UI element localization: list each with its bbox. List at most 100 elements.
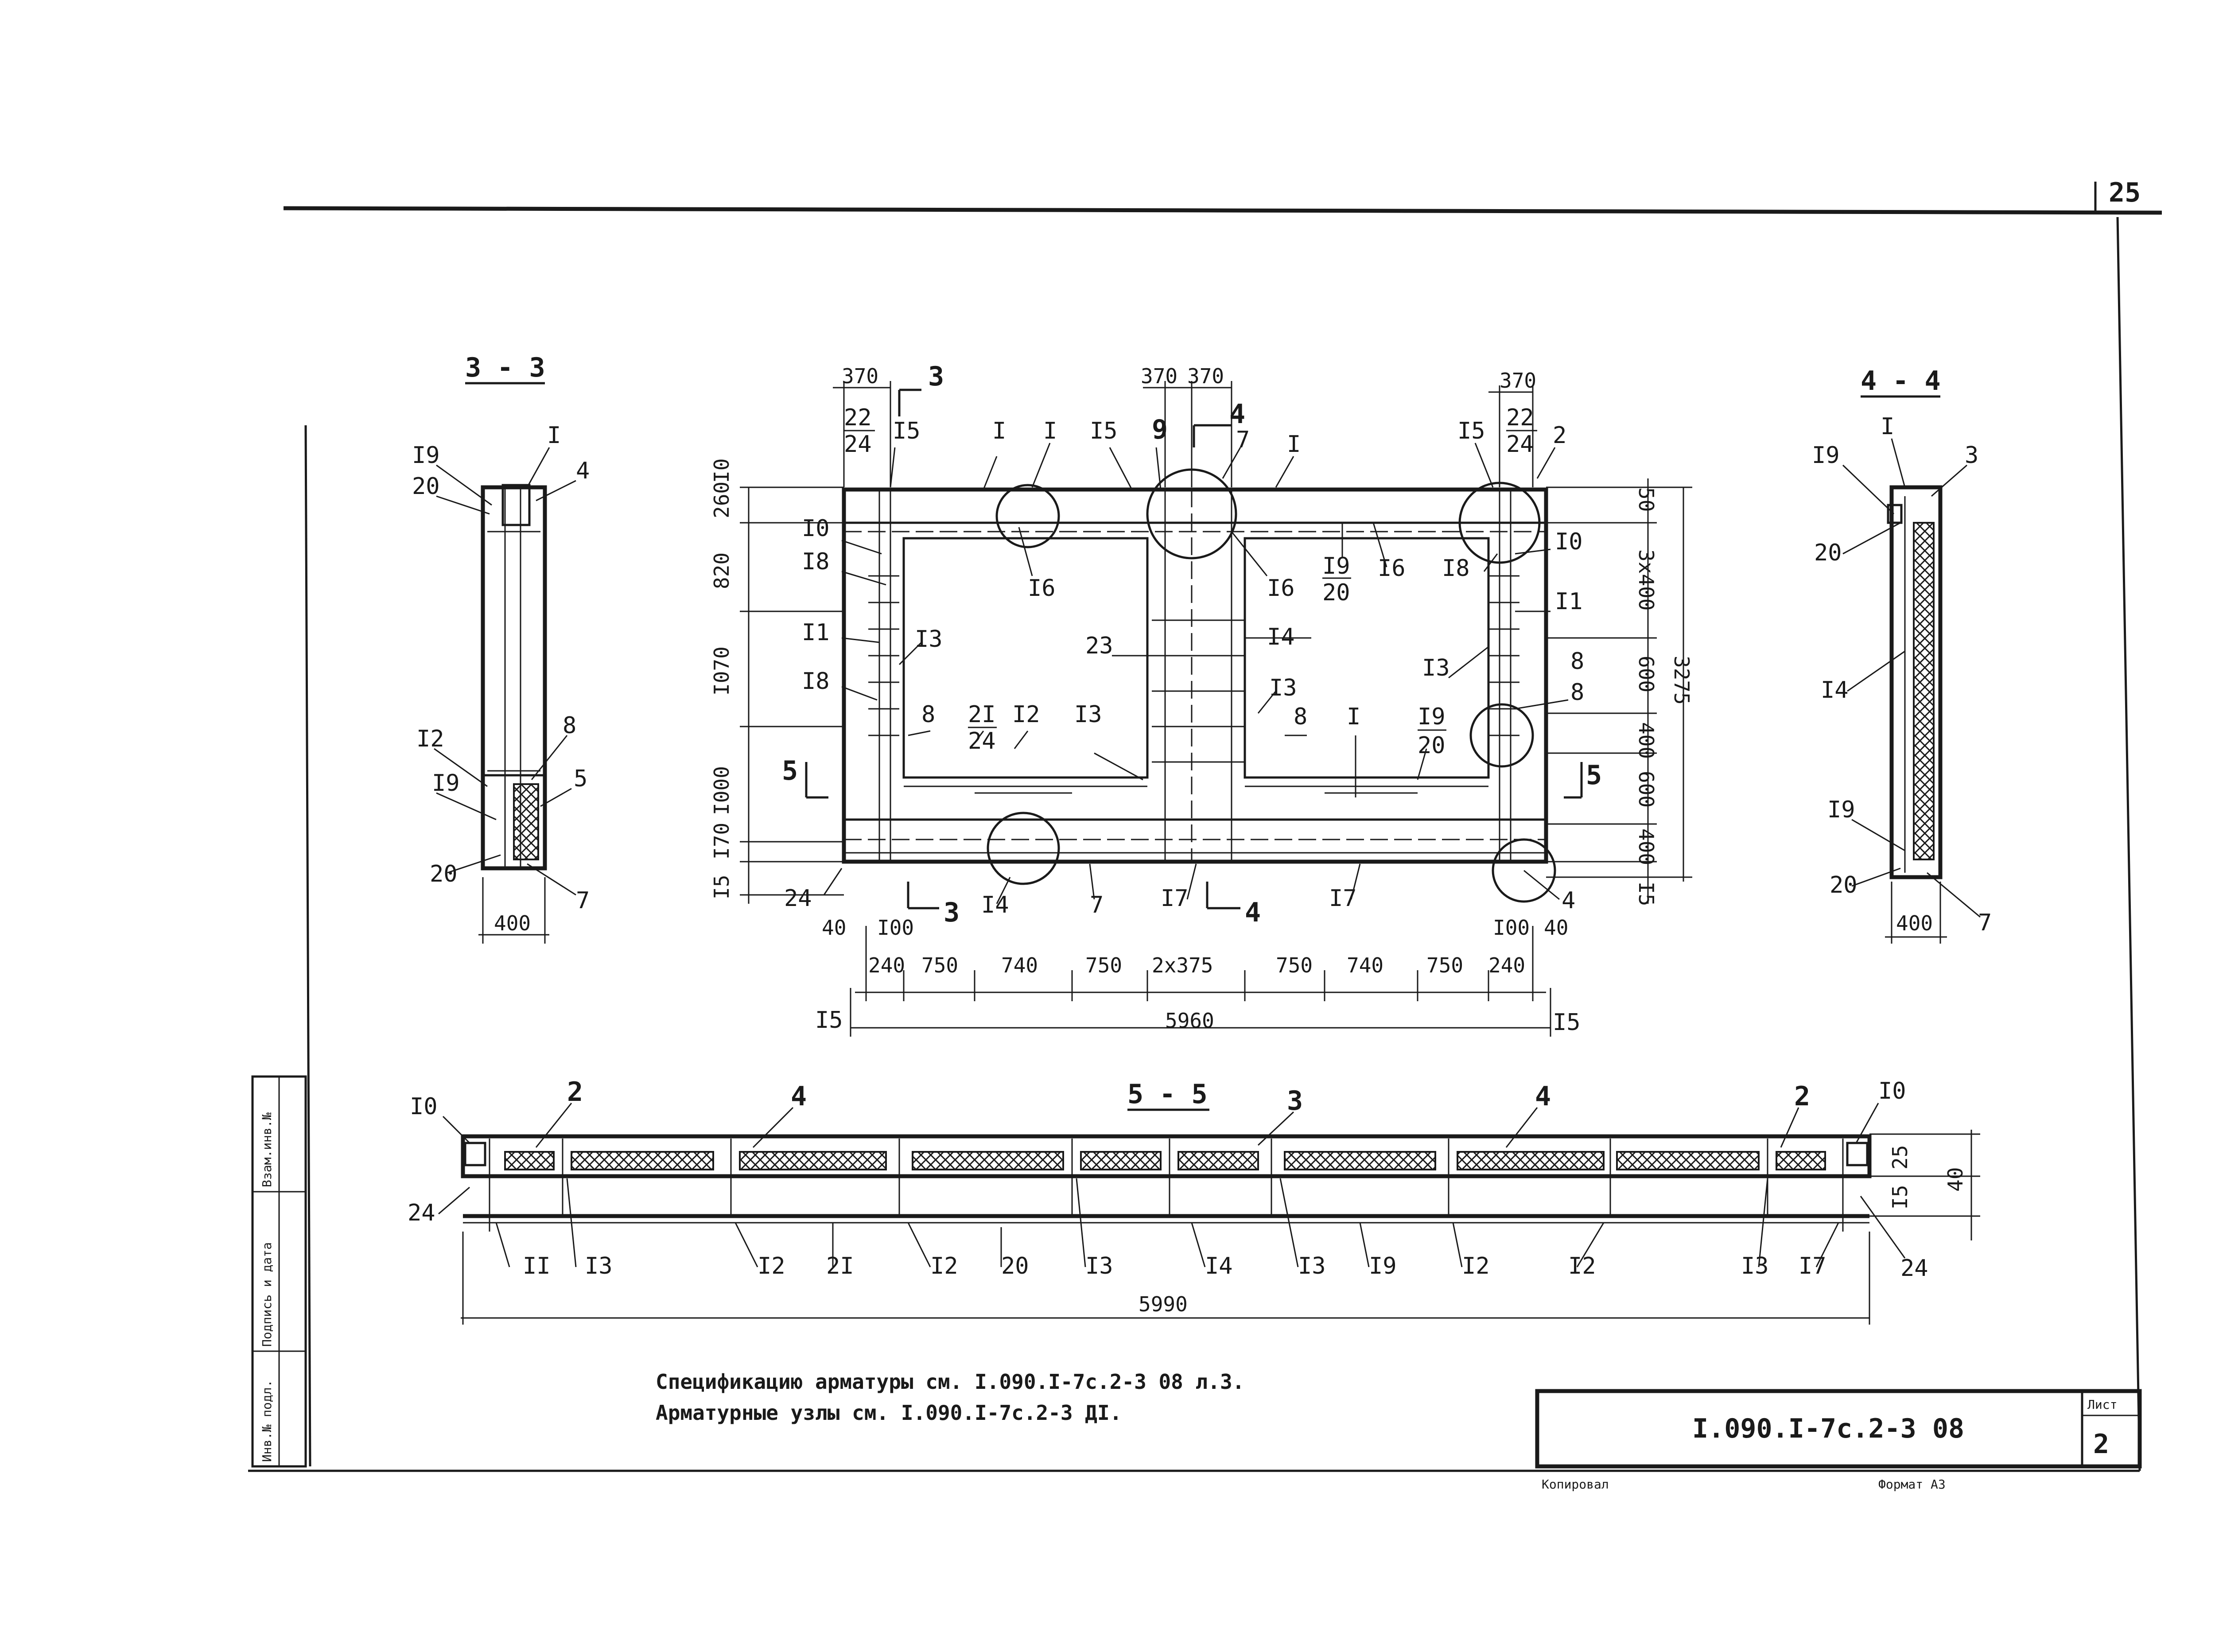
- dim-right-600b: 600: [1634, 771, 1658, 808]
- sec55-bottom-label-12-d: I2: [1568, 1253, 1596, 1279]
- section-5-5: 5 - 5: [408, 1077, 1980, 1325]
- dim-total-width: 5960: [1165, 1009, 1214, 1033]
- elev-label-11-right: I1: [1555, 588, 1583, 615]
- sec33-label-7: 7: [576, 887, 590, 914]
- dim-total-height: 3275: [1670, 656, 1694, 705]
- note-reinforcement-nodes: Арматурные узлы см. I.090.I-7c.2-3 ДI.: [656, 1401, 1122, 1425]
- dim-bottom-240-left: 240: [868, 953, 905, 977]
- elev-label-15-mid: I5: [1090, 418, 1118, 444]
- note-specification: Спецификацию арматуры см. I.090.I-7c.2-3…: [656, 1370, 1244, 1394]
- elev-label-17-b: I7: [1329, 885, 1357, 912]
- dim-right-400b: 400: [1634, 828, 1658, 865]
- sec55-bottom-label-13-c: I3: [1298, 1253, 1326, 1279]
- elev-label-7-bottom: 7: [1090, 892, 1104, 918]
- dim-left-170: I70: [710, 823, 734, 859]
- elev-label-22-left: 22: [844, 404, 872, 431]
- sec55-bottom-label-13-b: I3: [1085, 1253, 1113, 1279]
- sec55-dim-40: 40: [1943, 1167, 1967, 1192]
- sec55-total-width: 5990: [1139, 1292, 1188, 1316]
- format-label: Формат А3: [1878, 1477, 1946, 1492]
- elev-label-24-bottom: 24: [784, 885, 812, 912]
- sec55-bottom-label-21: 2I: [826, 1253, 854, 1279]
- elev-label-20-lower: 20: [1418, 732, 1446, 759]
- sec55-top-label-2-right: 2: [1794, 1081, 1810, 1112]
- elev-label-18-lower: I8: [802, 668, 830, 695]
- dim-bottom-750-b: 750: [1085, 953, 1122, 977]
- dim-bottom-750-d: 750: [1426, 953, 1463, 977]
- elev-label-23: 23: [1085, 633, 1113, 659]
- sheet-number: 2: [2093, 1429, 2109, 1460]
- sec55-top-label-4-right: 4: [1535, 1081, 1551, 1112]
- sec44-label-1: I: [1881, 413, 1894, 440]
- sec55-bottom-label-17: I7: [1799, 1253, 1826, 1279]
- sec33-label-8: 8: [563, 712, 576, 739]
- sec55-top-label-2-left: 2: [567, 1077, 583, 1108]
- dim-right-50: 50: [1634, 487, 1658, 512]
- sec33-label-12: I2: [416, 726, 444, 752]
- elev-label-8-right: 8: [1570, 648, 1584, 675]
- sec33-width: 400: [494, 911, 531, 935]
- dim-bottom-240-right: 240: [1488, 953, 1525, 977]
- cut-mark-5-left: 5: [782, 755, 798, 786]
- elev-label-13-mid: I3: [1269, 675, 1297, 701]
- sec44-label-19b: I9: [1827, 797, 1855, 823]
- elev-label-19-lower: I9: [1418, 704, 1446, 730]
- elev-label-22-right: 22: [1506, 404, 1534, 431]
- sec55-top-label-10-left: I0: [410, 1093, 438, 1120]
- elev-label-13-right: I3: [1422, 655, 1450, 681]
- sec44-label-7: 7: [1978, 910, 1992, 936]
- elev-label-4-bottom: 4: [1562, 887, 1575, 914]
- sec55-bottom-label-20: 20: [1001, 1253, 1029, 1279]
- elev-label-13-left: I3: [915, 626, 943, 653]
- page-number: 25: [2109, 177, 2141, 208]
- sec55-top-label-3: 3: [1287, 1085, 1303, 1116]
- elev-label-10-right: I0: [1555, 529, 1583, 555]
- sec55-bottom-label-12-a: I2: [758, 1253, 785, 1279]
- sec55-bottom-label-12-b: I2: [930, 1253, 958, 1279]
- sec55-dim-25: 25: [1888, 1145, 1912, 1170]
- elev-label-1-d: I: [1347, 704, 1360, 730]
- elev-label-14: I4: [1267, 624, 1295, 650]
- sec55-dim-15: I5: [1888, 1185, 1912, 1209]
- dim-left-1000: I000: [710, 766, 734, 815]
- elev-label-19: I9: [1322, 553, 1350, 579]
- sec44-label-20b: 20: [1830, 872, 1857, 898]
- dim-right-600a: 600: [1634, 656, 1658, 692]
- elev-label-1-a: I: [992, 418, 1006, 444]
- elev-label-9: 9: [1152, 414, 1168, 445]
- cut-mark-4-bottom: 4: [1245, 897, 1261, 928]
- elev-label-17-a: I7: [1161, 885, 1189, 912]
- elev-label-18-right: I8: [1442, 555, 1470, 582]
- dim-top-370-left: 370: [842, 364, 878, 388]
- cut-mark-3-top: 3: [928, 361, 944, 392]
- sec55-top-label-10-right: I0: [1878, 1078, 1906, 1104]
- edge-mark-15-left: I5: [815, 1007, 843, 1034]
- dim-small-100-right: I00: [1493, 916, 1530, 940]
- elev-label-24-left: 24: [844, 431, 872, 458]
- edge-mark-15-right: I5: [1553, 1009, 1581, 1036]
- elev-label-16-b: I6: [1267, 575, 1295, 602]
- sec33-label-20a: 20: [412, 473, 440, 500]
- elev-label-14-bottom: I4: [981, 892, 1009, 918]
- elev-label-8-mid: 8: [1294, 704, 1307, 730]
- elev-label-8-lower: 8: [1570, 679, 1584, 706]
- dim-left-260: 260: [710, 482, 734, 518]
- dim-bottom-750-a: 750: [921, 953, 958, 977]
- sec33-label-4: 4: [576, 458, 590, 484]
- sec55-top-label-4-left: 4: [791, 1081, 807, 1112]
- doc-code: I.090.I-7c.2-3 08: [1692, 1413, 1964, 1444]
- sec55-bottom-label-11: II: [523, 1253, 551, 1279]
- dim-small-40-right: 40: [1544, 916, 1568, 940]
- dim-right-3x400: 3x400: [1634, 549, 1658, 610]
- sheet-label: Лист: [2087, 1397, 2117, 1412]
- elev-label-24-mid: 24: [968, 728, 996, 754]
- elev-label-8-left: 8: [921, 701, 935, 728]
- dim-left-15: I5: [710, 875, 734, 899]
- section-4-4-title: 4 - 4: [1861, 365, 1941, 396]
- cut-mark-3-bottom: 3: [944, 897, 960, 928]
- dim-top-370-mid-b: 370: [1187, 364, 1224, 388]
- elev-label-24-right: 24: [1506, 431, 1534, 458]
- sec44-label-3: 3: [1965, 442, 1978, 469]
- section-3-3: 3 - 3 400 I9 20 I 4 I2 I9 20: [412, 352, 590, 944]
- elev-label-20: 20: [1322, 579, 1350, 606]
